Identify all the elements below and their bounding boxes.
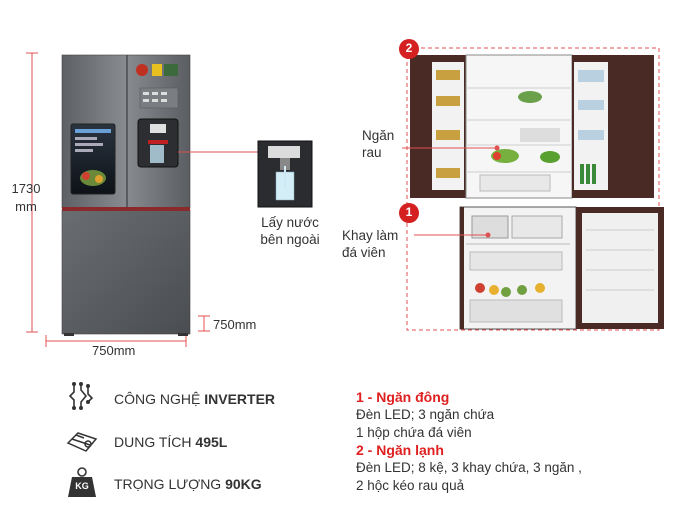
section-fridge-line2: 2 hộc kéo rau quả (356, 478, 465, 493)
veg-drawer-label: Ngăn rau (362, 127, 394, 161)
height-dimension-line (26, 52, 38, 333)
section-fridge-line1: Đèn LED; 8 kệ, 3 khay chứa, 3 ngăn , (356, 460, 582, 475)
spec-weight: TRỌNG LƯỢNG 90KG (114, 476, 262, 492)
ice-tray-label: Khay làm đá viên (342, 227, 398, 261)
inverter-icon (68, 382, 94, 410)
dispenser-label: Lấy nước bên ngoài (252, 214, 328, 248)
badge-2-label: 2 (405, 41, 413, 55)
section-fridge-title: 2 - Ngăn lạnh (356, 442, 444, 458)
ice-label-line2: đá viên (342, 245, 386, 260)
width-label: 750mm (92, 343, 136, 358)
section-freezer: 1 - Ngăn đông Đèn LED; 3 ngăn chứa 1 hộp… (356, 388, 494, 442)
badge-2 (399, 39, 419, 59)
depth-label: 750mm (213, 317, 257, 332)
spec-weight-label: TRỌNG LƯỢNG (114, 476, 226, 492)
height-label: 1730 mm (4, 180, 48, 216)
section-freezer-line1: Đèn LED; 3 ngăn chứa (356, 407, 495, 422)
weight-icon-text: KG (75, 481, 89, 491)
veg-label-line2: rau (362, 145, 382, 160)
spec-capacity: DUNG TÍCH 495L (114, 434, 227, 450)
spec-capacity-value: 495L (195, 434, 228, 450)
veg-label-line1: Ngăn (362, 128, 395, 143)
spec-inverter: CÔNG NGHỆ INVERTER (114, 391, 275, 407)
freezer-open-bottom (459, 206, 664, 330)
fridge-front (61, 54, 191, 336)
ice-label-line1: Khay làm (342, 228, 399, 243)
dispenser-label-line2: bên ngoài (260, 232, 320, 247)
weight-icon (68, 467, 96, 497)
spec-capacity-label: DUNG TÍCH (114, 434, 196, 450)
capacity-icon (66, 432, 98, 452)
spec-inverter-label: CÔNG NGHỆ (114, 391, 205, 407)
height-unit: mm (15, 199, 37, 214)
section-freezer-title: 1 - Ngăn đông (356, 389, 450, 405)
spec-weight-value: 90KG (225, 476, 262, 492)
section-freezer-line2: 1 hộp chứa đá viên (356, 425, 472, 440)
section-fridge: 2 - Ngăn lạnh Đèn LED; 8 kệ, 3 khay chứa… (356, 441, 582, 495)
width-dimension-line (45, 335, 187, 347)
badge-1 (399, 203, 419, 223)
fridge-open-top (406, 47, 660, 331)
height-value: 1730 (11, 181, 41, 196)
dispenser-label-line1: Lấy nước (261, 215, 319, 230)
badge-1-label: 1 (405, 205, 413, 219)
depth-dimension-mark (198, 315, 210, 332)
spec-inverter-value: INVERTER (204, 391, 276, 407)
dispenser-zoom (178, 140, 313, 208)
